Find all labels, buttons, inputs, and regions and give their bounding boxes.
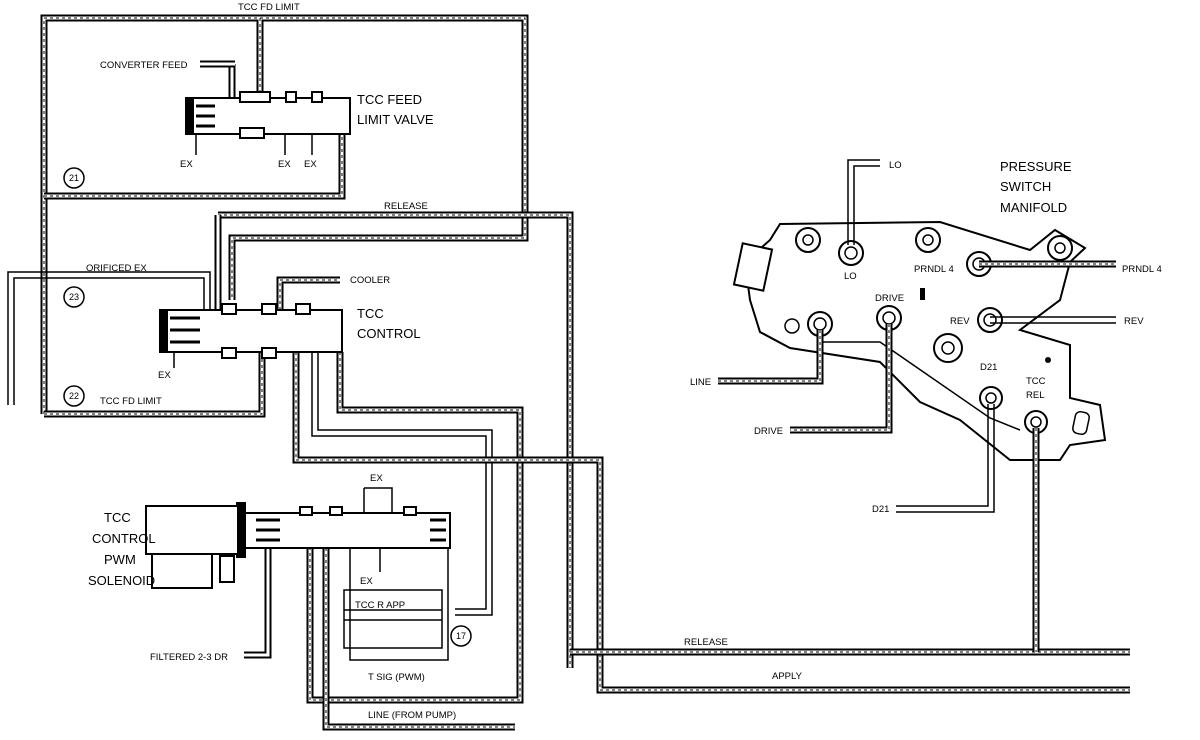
label-rev-port: REV: [950, 316, 970, 327]
circuit-number-23: 23: [63, 286, 85, 308]
svg-text:23: 23: [69, 292, 79, 302]
circuit-number-17: 17: [450, 625, 472, 647]
label-solenoid-2: CONTROL: [92, 531, 156, 546]
label-d21-port: D21: [980, 362, 997, 373]
svg-text:17: 17: [456, 631, 466, 641]
label-line-in: LINE: [690, 377, 711, 388]
label-line-from-pump: LINE (FROM PUMP): [368, 710, 456, 721]
label-manifold-2: SWITCH: [1000, 179, 1051, 194]
switch-port-lo: [838, 240, 864, 266]
label-manifold-3: MANIFOLD: [1000, 200, 1067, 215]
label-prndl4-out: PRNDL 4: [1122, 264, 1162, 275]
label-lo-port: LO: [844, 271, 857, 282]
label-solenoid-3: PWM: [104, 552, 136, 567]
label-tcc-r-app: TCC R APP: [355, 600, 405, 611]
label-tcc-rel-2: REL: [1026, 390, 1044, 401]
label-ex-6: EX: [360, 576, 373, 587]
manifold-connector: [732, 242, 774, 292]
label-feed-valve-1: TCC FEED: [357, 92, 422, 107]
circuit-number-22: 22: [63, 385, 85, 407]
label-prndl4-port: PRNDL 4: [914, 264, 954, 275]
label-d21-in: D21: [872, 504, 889, 515]
label-lo-top: LO: [889, 160, 902, 171]
switch-port-line: [807, 311, 833, 337]
label-drive-in: DRIVE: [754, 426, 783, 437]
tcc-control-valve: [159, 303, 343, 368]
label-drive-port: DRIVE: [875, 293, 904, 304]
label-ex-5: EX: [370, 473, 383, 484]
label-solenoid-4: SOLENOID: [88, 573, 155, 588]
svg-text:21: 21: [69, 173, 79, 183]
manifold-feed-lines: [718, 159, 1116, 652]
label-tcc-fd-limit-bottom: TCC FD LIMIT: [100, 396, 162, 407]
label-release-top: RELEASE: [384, 201, 428, 212]
label-t-sig-pwm: T SIG (PWM): [368, 672, 425, 683]
label-tcc-control-2: CONTROL: [357, 326, 421, 341]
tcc-feed-limit-valve: [185, 91, 351, 155]
circuit-number-21: 21: [63, 167, 85, 189]
tcc-pwm-solenoid-valve: [145, 502, 451, 589]
hydraulic-passages: [7, 14, 1130, 731]
label-release-bottom: RELEASE: [684, 637, 728, 648]
label-ex-3: EX: [304, 159, 317, 170]
label-rev-out: REV: [1124, 316, 1144, 327]
label-filtered-2-3-dr: FILTERED 2-3 DR: [150, 652, 228, 663]
label-converter-feed: CONVERTER FEED: [100, 60, 188, 71]
tcc-r-app-passage: [343, 589, 443, 649]
label-tcc-fd-limit-top: TCC FD LIMIT: [238, 2, 300, 13]
label-ex-1: EX: [180, 159, 193, 170]
label-manifold-1: PRESSURE: [1000, 159, 1072, 174]
label-feed-valve-2: LIMIT VALVE: [357, 112, 434, 127]
label-orificed-ex: ORIFICED EX: [86, 263, 147, 274]
switch-port-d21: [979, 386, 1003, 410]
label-apply: APPLY: [772, 671, 803, 682]
svg-text:22: 22: [69, 391, 79, 401]
label-tcc-rel-1: TCC: [1026, 376, 1046, 387]
label-tcc-control-1: TCC: [357, 306, 384, 321]
switch-port-rev: [977, 307, 1003, 333]
label-ex-2: EX: [278, 159, 291, 170]
pressure-switch-manifold: [732, 220, 1107, 461]
label-cooler: COOLER: [350, 275, 390, 286]
label-ex-4: EX: [158, 370, 171, 381]
label-solenoid-1: TCC: [104, 510, 131, 525]
